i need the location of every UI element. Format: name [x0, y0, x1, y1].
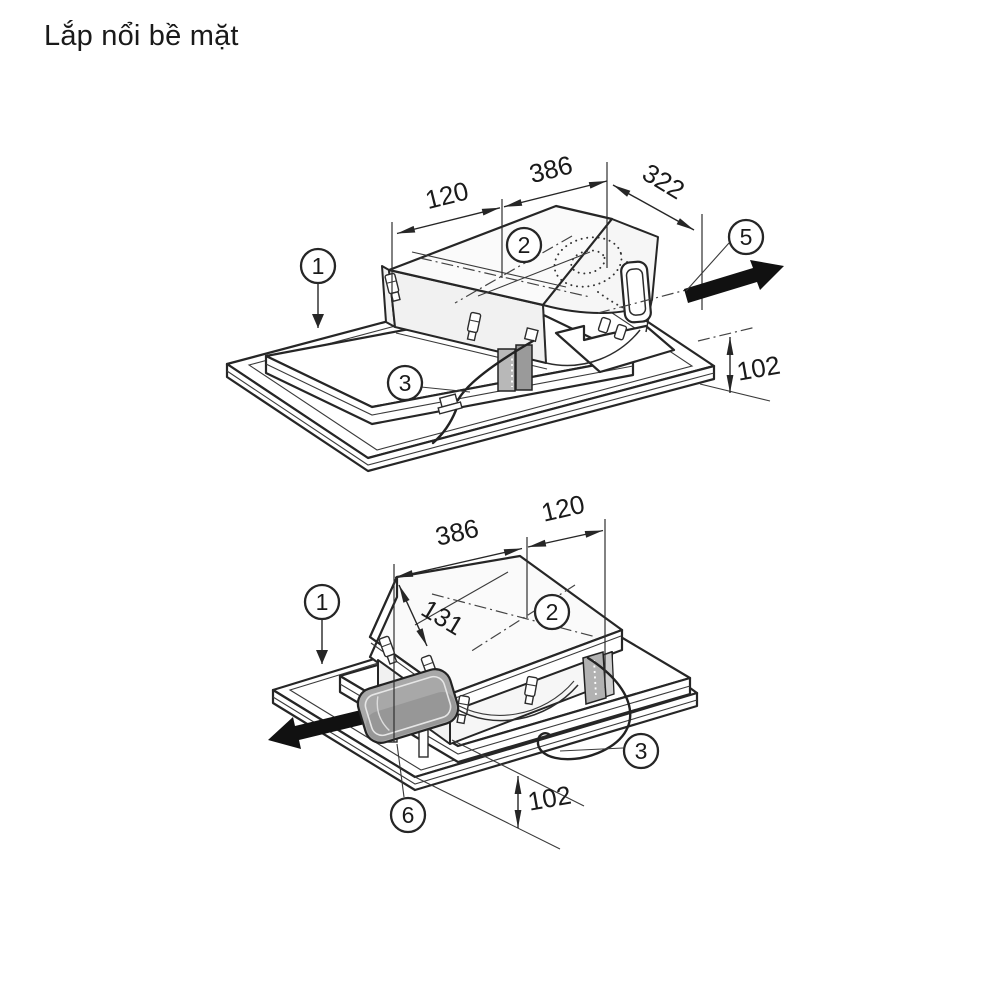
mains-cable: [536, 656, 632, 761]
figure-bottom: 386 120 131 102 1: [268, 489, 699, 850]
dim-102-top: 102: [734, 350, 782, 387]
flat-duct: [356, 668, 460, 744]
callout-2-top: 2: [505, 226, 543, 264]
callout-3-bottom: 3: [559, 732, 660, 770]
connector-box: [523, 327, 539, 343]
callout-2-bottom: 2: [533, 593, 571, 631]
cable-clamp: [437, 393, 463, 415]
callout-1-top: 1: [299, 247, 337, 328]
dimension-height-bottom: 102: [414, 739, 585, 850]
dim-120-bottom: 120: [538, 489, 587, 528]
fan-latches: [597, 316, 628, 341]
dim-386-bottom: 386: [432, 513, 481, 552]
svg-text:3: 3: [399, 370, 412, 396]
figure-top: 120 386 322 102 1 2: [225, 149, 784, 473]
callout-6-bottom: 6: [389, 743, 427, 834]
mounting-clip: [378, 635, 539, 725]
mains-plug: [582, 651, 615, 705]
duct-flange: [620, 260, 652, 324]
callout-1-bottom: 1: [303, 583, 341, 664]
slide-direction-arrow-right-icon: [684, 260, 784, 303]
page-title: Lắp nổi bề mặt: [44, 20, 239, 52]
mains-cable-end: [431, 408, 458, 445]
dim-120-top: 120: [422, 175, 471, 215]
svg-text:2: 2: [546, 599, 559, 625]
svg-text:1: 1: [316, 589, 329, 615]
callout-3-top: 3: [386, 364, 471, 402]
dimension-height-top: 102: [597, 278, 782, 402]
hob-housing-top: [381, 204, 659, 445]
dim-102-bottom: 102: [525, 780, 573, 817]
svg-text:3: 3: [635, 738, 648, 764]
callout-5-top: 5: [685, 218, 765, 292]
svg-text:2: 2: [518, 232, 531, 258]
svg-text:6: 6: [402, 802, 415, 828]
mains-cable: [456, 339, 535, 402]
dim-322-top: 322: [637, 157, 690, 205]
dim-386-top: 386: [526, 149, 575, 189]
svg-text:1: 1: [312, 253, 325, 279]
svg-text:5: 5: [740, 224, 753, 250]
